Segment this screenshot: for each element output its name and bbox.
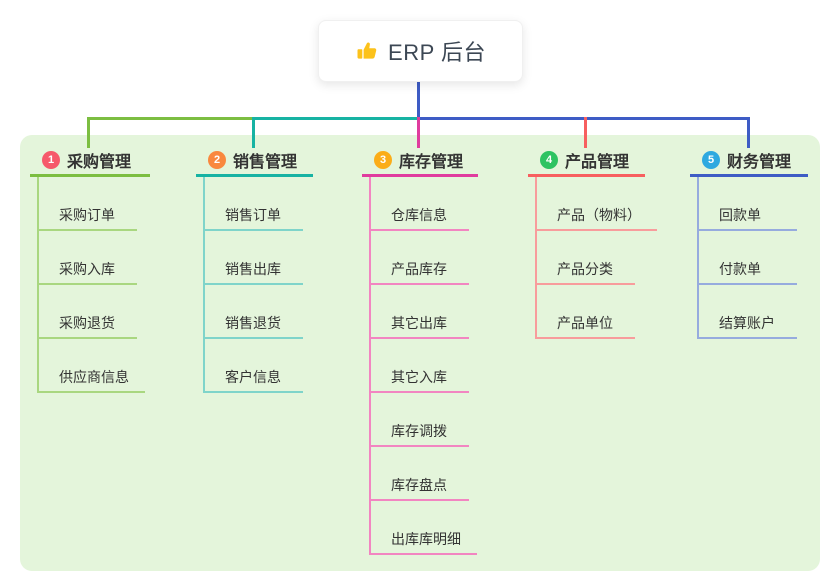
branch-rail-line bbox=[37, 177, 39, 393]
child-node-label: 仓库信息 bbox=[391, 207, 447, 223]
branch-children: 产品（物料） 产品分类 产品单位 bbox=[535, 177, 657, 339]
branch-rail-line bbox=[369, 177, 371, 555]
branch-children: 采购订单 采购入库 采购退货 供应商信息 bbox=[37, 177, 145, 393]
child-node[interactable]: 产品单位 bbox=[535, 285, 635, 339]
child-node-label: 库存调拨 bbox=[391, 423, 447, 439]
child-node[interactable]: 付款单 bbox=[697, 231, 797, 285]
branch-rail-line bbox=[697, 177, 699, 339]
branch-label: 产品管理 bbox=[565, 154, 630, 171]
child-node[interactable]: 产品分类 bbox=[535, 231, 635, 285]
child-node[interactable]: 客户信息 bbox=[203, 339, 303, 393]
branch-header-5[interactable]: 5 财务管理 bbox=[690, 146, 808, 177]
child-node-label: 回款单 bbox=[719, 207, 761, 223]
child-node-label: 采购入库 bbox=[59, 261, 115, 277]
child-node-label: 产品单位 bbox=[557, 315, 613, 331]
child-node-label: 库存盘点 bbox=[391, 477, 447, 493]
connector-drop-branch-2 bbox=[251, 117, 255, 148]
branch-number-badge: 5 bbox=[702, 151, 720, 169]
child-node-label: 付款单 bbox=[719, 261, 761, 277]
branches-panel bbox=[20, 135, 820, 571]
branch-number-badge: 1 bbox=[42, 151, 60, 169]
child-node[interactable]: 其它入库 bbox=[369, 339, 469, 393]
connector-drop-branch-1 bbox=[86, 117, 90, 148]
branch-header-3[interactable]: 3 库存管理 bbox=[362, 146, 478, 177]
child-node[interactable]: 库存盘点 bbox=[369, 447, 469, 501]
child-node-label: 客户信息 bbox=[225, 369, 281, 385]
child-node[interactable]: 销售订单 bbox=[203, 177, 303, 231]
connector-drop-branch-3 bbox=[416, 117, 420, 148]
branch-number-badge: 4 bbox=[540, 151, 558, 169]
child-node-label: 销售出库 bbox=[225, 261, 281, 277]
branch-header-1[interactable]: 1 采购管理 bbox=[30, 146, 150, 177]
connector-drop-branch-5 bbox=[746, 117, 750, 148]
branch-rail-line bbox=[535, 177, 537, 339]
thumbs-up-icon bbox=[355, 39, 379, 63]
branch-label: 采购管理 bbox=[67, 154, 132, 171]
child-node[interactable]: 仓库信息 bbox=[369, 177, 469, 231]
child-node[interactable]: 销售退货 bbox=[203, 285, 303, 339]
root-title: ERP 后台 bbox=[388, 40, 486, 65]
child-node-label: 其它出库 bbox=[391, 315, 447, 331]
branch-children: 回款单 付款单 结算账户 bbox=[697, 177, 797, 339]
child-node-label: 产品库存 bbox=[391, 261, 447, 277]
branch-header-2[interactable]: 2 销售管理 bbox=[196, 146, 313, 177]
child-node[interactable]: 结算账户 bbox=[697, 285, 797, 339]
root-node[interactable]: ERP 后台 bbox=[318, 20, 523, 82]
branch-number-badge: 2 bbox=[208, 151, 226, 169]
child-node[interactable]: 采购入库 bbox=[37, 231, 137, 285]
branch-header-4[interactable]: 4 产品管理 bbox=[528, 146, 645, 177]
child-node[interactable]: 产品库存 bbox=[369, 231, 469, 285]
branch-label: 财务管理 bbox=[727, 154, 792, 171]
child-node[interactable]: 库存调拨 bbox=[369, 393, 469, 447]
child-node[interactable]: 其它出库 bbox=[369, 285, 469, 339]
child-node-label: 采购退货 bbox=[59, 315, 115, 331]
connector-drop-branch-4 bbox=[583, 117, 587, 148]
child-node[interactable]: 供应商信息 bbox=[37, 339, 145, 393]
branch-label: 库存管理 bbox=[399, 154, 464, 171]
branch-rail-line bbox=[203, 177, 205, 393]
child-node-label: 采购订单 bbox=[59, 207, 115, 223]
child-node-label: 产品（物料） bbox=[557, 207, 641, 223]
child-node[interactable]: 采购退货 bbox=[37, 285, 137, 339]
child-node-label: 结算账户 bbox=[719, 315, 775, 331]
child-node-label: 销售退货 bbox=[225, 315, 281, 331]
branch-children: 仓库信息 产品库存 其它出库 其它入库 库存调拨 库存盘点 出库库明细 bbox=[369, 177, 477, 555]
child-node-label: 出库库明细 bbox=[391, 531, 461, 547]
branch-number-badge: 3 bbox=[374, 151, 392, 169]
child-node[interactable]: 回款单 bbox=[697, 177, 797, 231]
connector-branch-1 bbox=[86, 117, 253, 120]
branch-children: 销售订单 销售出库 销售退货 客户信息 bbox=[203, 177, 303, 393]
child-node-label: 其它入库 bbox=[391, 369, 447, 385]
connector-branch-2 bbox=[253, 117, 418, 120]
child-node[interactable]: 销售出库 bbox=[203, 231, 303, 285]
child-node-label: 销售订单 bbox=[225, 207, 281, 223]
child-node-label: 供应商信息 bbox=[59, 369, 129, 385]
child-node[interactable]: 产品（物料） bbox=[535, 177, 657, 231]
child-node[interactable]: 采购订单 bbox=[37, 177, 137, 231]
child-node[interactable]: 出库库明细 bbox=[369, 501, 477, 555]
child-node-label: 产品分类 bbox=[557, 261, 613, 277]
branch-label: 销售管理 bbox=[233, 154, 298, 171]
root-stem-line bbox=[417, 82, 420, 120]
